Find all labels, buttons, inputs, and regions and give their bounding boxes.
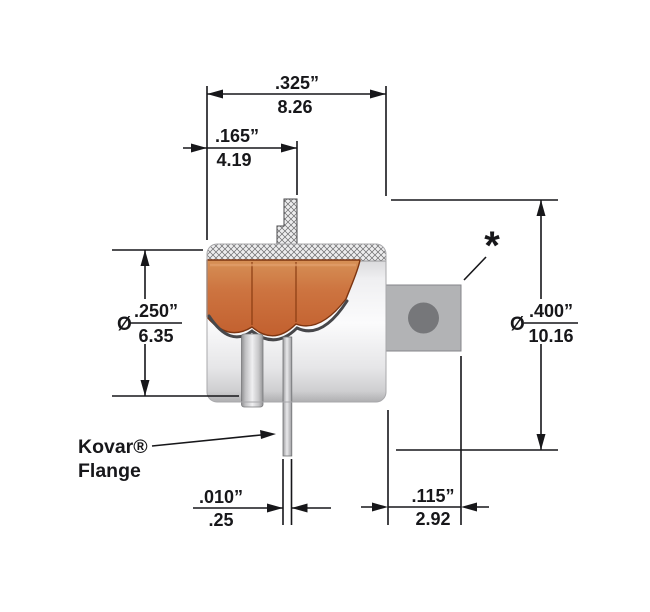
dim-terminal-length-metric: 2.92 bbox=[415, 509, 450, 529]
dim-overall-diameter-symbol: Ø bbox=[510, 314, 525, 335]
dim-body-diameter-lines bbox=[112, 249, 239, 397]
dim-left-offset-metric: 4.19 bbox=[216, 150, 251, 170]
kovar-flange-label-line2: Flange bbox=[78, 460, 141, 482]
dim-overall-diameter-metric: 10.16 bbox=[528, 326, 573, 346]
glass-seal bbox=[206, 259, 361, 337]
dim-terminal-length-inch: .115” bbox=[411, 486, 454, 506]
center-pin bbox=[241, 333, 264, 408]
footnote-leader-line bbox=[463, 256, 487, 281]
component bbox=[206, 198, 462, 457]
dim-flange-thickness-inch: .010” bbox=[199, 487, 243, 507]
dim-body-diameter-metric: 6.35 bbox=[138, 326, 173, 346]
kovar-flange-leader-arrow bbox=[260, 430, 276, 439]
dim-body-diameter-inch: .250” bbox=[134, 301, 178, 321]
dim-overall-diameter-lines bbox=[391, 199, 578, 451]
shell-section-hatch bbox=[207, 244, 386, 261]
kovar-flange-label-line1: Kovar® bbox=[78, 436, 148, 458]
top-stud-hatched bbox=[276, 198, 298, 245]
dimension-annotations bbox=[112, 86, 578, 525]
footnote-asterisk: * bbox=[484, 224, 500, 268]
dimension-text: .325” 8.26 .165” 4.19 Ø .250” 6.35 Ø .40… bbox=[78, 73, 574, 530]
dim-overall-diameter-inch: .400” bbox=[529, 301, 573, 321]
seal-meniscus-line bbox=[207, 299, 349, 342]
dim-flange-thickness-arrows bbox=[267, 503, 308, 513]
dim-terminal-length-lines bbox=[361, 356, 489, 525]
dim-left-offset-inch: .165” bbox=[215, 126, 259, 146]
dim-body-diameter-symbol: Ø bbox=[117, 314, 132, 335]
component-body-outline bbox=[206, 243, 387, 403]
shell-section bbox=[207, 244, 386, 262]
dim-body-diameter-arrows bbox=[140, 250, 150, 396]
dim-top-width-inch: .325” bbox=[275, 73, 319, 93]
kovar-flange-leader-line bbox=[151, 434, 262, 447]
dim-flange-thickness-lines bbox=[193, 459, 331, 525]
glass-seal-divider-lines bbox=[251, 262, 297, 325]
dim-flange-thickness-metric: .25 bbox=[208, 510, 233, 530]
side-terminal-hole bbox=[408, 302, 439, 334]
kovar-flange bbox=[282, 336, 293, 457]
dim-top-width-metric: 8.26 bbox=[277, 97, 312, 117]
dim-top-width-lines bbox=[206, 86, 387, 240]
